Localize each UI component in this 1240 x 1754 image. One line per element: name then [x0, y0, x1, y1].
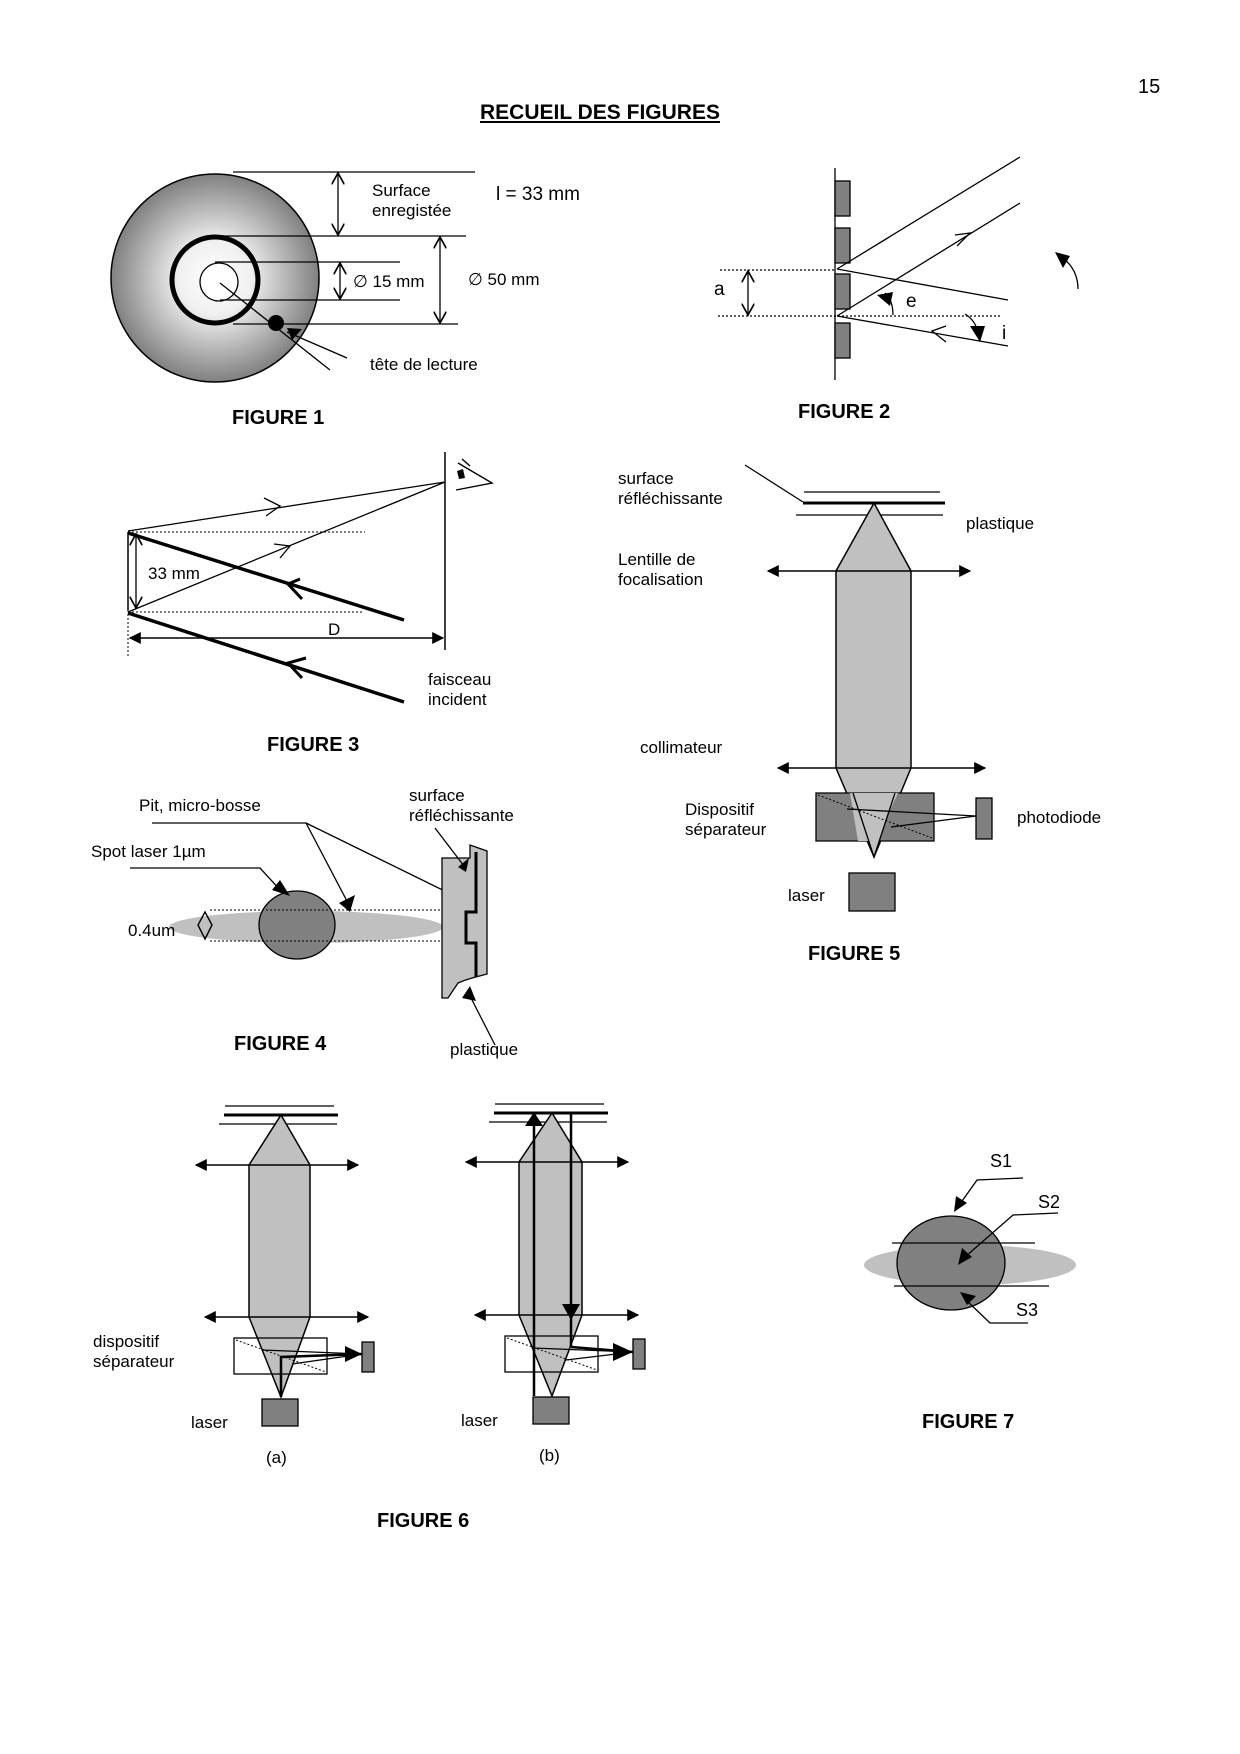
- fig3-D-label: D: [328, 620, 341, 639]
- read-head: [268, 315, 284, 331]
- fig4-spot-label: Spot laser 1µm: [91, 842, 206, 861]
- fig4-pit-label: Pit, micro-bosse: [139, 796, 261, 815]
- fig2-a-label: a: [714, 279, 725, 300]
- figure-7: [864, 1177, 1076, 1324]
- figure-4-caption: FIGURE 4: [234, 1033, 327, 1055]
- fig5-plastic-label: plastique: [966, 514, 1035, 533]
- page-title: RECUEIL DES FIGURES: [480, 101, 720, 124]
- figure-6-caption: FIGURE 6: [377, 1510, 470, 1532]
- fig7-s3-label: S3: [1016, 1300, 1039, 1320]
- figure-1: [110, 171, 475, 383]
- figure-6a: [194, 1105, 375, 1427]
- figure-1-caption: FIGURE 1: [232, 407, 325, 429]
- fig6a-laser-label: laser: [191, 1413, 228, 1432]
- fig7-s1-label: S1: [990, 1151, 1013, 1171]
- eye-icon: [455, 458, 494, 491]
- laser-spot: [896, 1215, 1006, 1311]
- figure-3-caption: FIGURE 3: [267, 734, 360, 756]
- fig1-inner-diameter-label: ∅ 15 mm: [353, 272, 425, 291]
- figure-6b: [464, 1103, 646, 1425]
- fig5-photodiode-label: photodiode: [1017, 808, 1102, 827]
- fig4-width-label: 0.4um: [128, 921, 176, 940]
- fig1-outer-diameter-label: ∅ 50 mm: [468, 270, 540, 289]
- fig7-s2-label: S2: [1038, 1192, 1061, 1212]
- figure-5-caption: FIGURE 5: [808, 943, 901, 965]
- fig2-i-label: i: [1002, 323, 1007, 344]
- figure-2-caption: FIGURE 2: [798, 401, 891, 423]
- center-hole: [199, 262, 239, 302]
- fig6b-laser-label: laser: [461, 1411, 498, 1430]
- fig1-head-label: tête de lecture: [370, 355, 478, 374]
- page-number: 15: [1138, 76, 1161, 98]
- fig5-collimator-label: collimateur: [640, 738, 723, 757]
- fig3-distance-label: 33 mm: [148, 564, 200, 583]
- laser-source: [848, 872, 896, 912]
- fig5-laser-label: laser: [788, 886, 825, 905]
- figure-4: [130, 822, 496, 1046]
- figure-2: [718, 156, 1079, 380]
- figure-5: [744, 464, 993, 912]
- laser-spot: [258, 890, 336, 960]
- recorded-ring: [169, 234, 261, 326]
- fig6-sub-b-label: (b): [539, 1446, 560, 1465]
- fig1-length-label: l = 33 mm: [496, 184, 580, 205]
- fig4-plastic-label: plastique: [450, 1040, 519, 1059]
- figure-3: [127, 452, 494, 704]
- figure-7-caption: FIGURE 7: [922, 1411, 1015, 1433]
- fig2-e-label: e: [906, 291, 917, 312]
- fig6-sub-a-label: (a): [266, 1448, 287, 1467]
- photodiode: [975, 797, 993, 840]
